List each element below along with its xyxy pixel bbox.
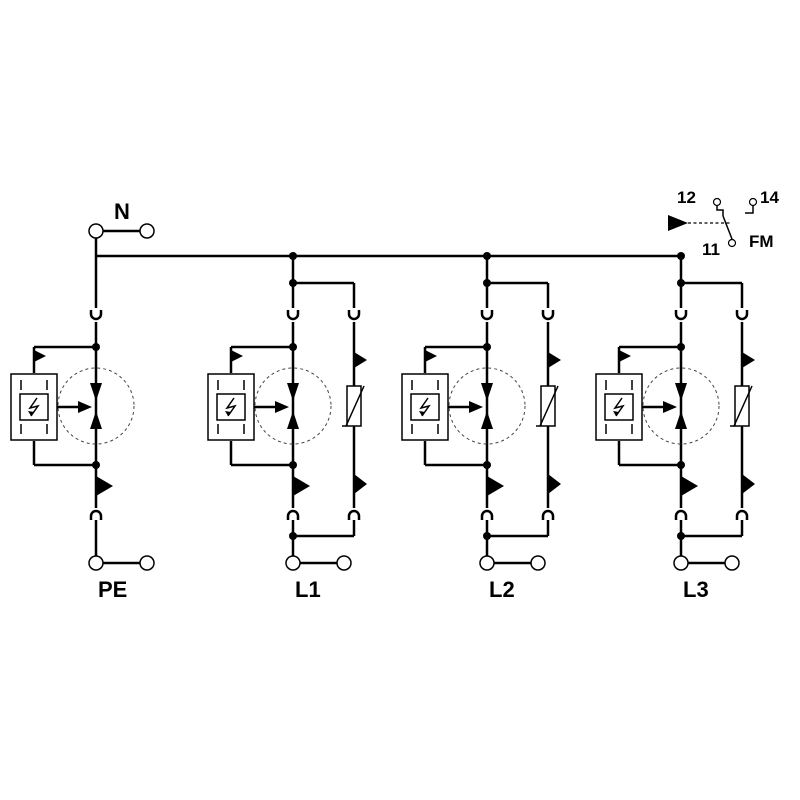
fm-signal-contact: 12 14 11 FM: [668, 188, 779, 259]
spark-gap-icon: [254, 367, 332, 445]
phase-label: L1: [295, 577, 321, 602]
pe-label: PE: [98, 577, 127, 602]
spark-gap-icon: [642, 367, 720, 445]
spark-gap-icon: [448, 367, 526, 445]
pin-14-label: 14: [760, 188, 779, 207]
phase-label: L2: [489, 577, 515, 602]
gdt-icon: [10, 373, 58, 441]
neutral-label: N: [114, 199, 130, 224]
phase-module: L1: [207, 252, 367, 602]
varistor-icon: [729, 385, 753, 427]
gdt-icon: [401, 373, 449, 441]
pin-12-label: 12: [677, 188, 696, 207]
pin-11-label: 11: [702, 240, 720, 259]
varistor-icon: [341, 385, 365, 427]
fm-label: FM: [749, 232, 774, 251]
neutral-terminal: N: [88, 199, 155, 256]
phase-module: L2: [401, 252, 561, 602]
varistor-icon: [535, 385, 559, 427]
gdt-icon: [207, 373, 255, 441]
phase-module: L3: [595, 252, 755, 602]
gdt-icon: [595, 373, 643, 441]
spark-gap-icon: [57, 367, 135, 445]
pe-module: PE: [10, 256, 155, 602]
phase-label: L3: [683, 577, 709, 602]
